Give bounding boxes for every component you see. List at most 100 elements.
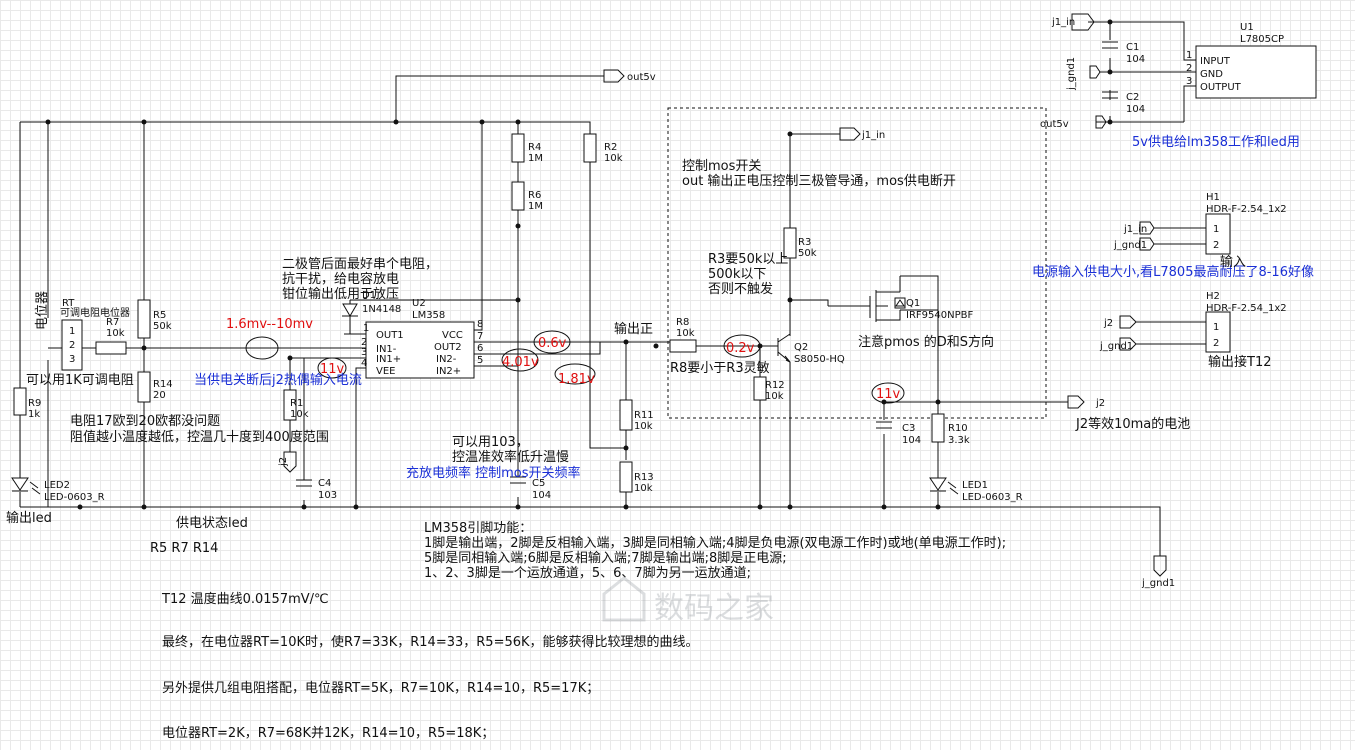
schematic-label: 50k [798,248,817,259]
capacitor-c3 [876,421,892,429]
watermark-text: 数码之家 [654,591,774,626]
note-lm358-pins: LM358引脚功能：1脚是输出端，2脚是反相输入端，3脚是同相输入端;4脚是负电… [424,520,1006,581]
resistor-r1 [283,389,297,421]
component-labels: RT 可调电阻电位器 1 2 3 R9 1k R5 50k R7 10k R14… [28,22,1287,503]
schematic-label: 7 [477,331,483,342]
schematic-label: 104 [902,435,921,446]
house-logo-icon [602,576,646,622]
schematic-label: HDR-F-2.54_1x2 [1206,303,1287,314]
note-line: out 输出正电压控制三极管导通，mos供电断开 [682,173,956,189]
schematic-label: L7805CP [1240,34,1284,45]
junctions [45,19,1113,510]
schematic-label: 10k [290,409,309,420]
schematic-label: 5 [477,355,483,366]
note-out-pos: 输出正 [614,321,653,337]
schematic-label: U1 [1240,22,1254,33]
schematic-label: IN1+ [376,354,401,365]
port-j-gnd1-top: j_gnd1 [1066,57,1077,91]
voltage-in2-minus: 4.01v [502,355,539,370]
schematic-label: 2 [1213,240,1219,251]
schematic-label: R12 [765,380,785,391]
label-supply-led: 供电状态led [176,516,248,531]
note-line: 阻值越小温度越低，控温几十度到400度范围 [70,429,329,445]
schematic-label: S8050-HQ [794,354,845,365]
port-j2-right: j2 [1095,398,1105,409]
schematic-label: R14 [153,379,173,390]
resistor-r12 [753,376,767,401]
note-final: 最终，在电位器RT=10K时，使R7=33K，R14=33，R5=56K，能够获… [162,634,699,650]
port-j-gnd1-bottom: j_gnd1 [1141,578,1175,589]
port-j-gnd1-h2: j_gnd1 [1099,341,1133,352]
mos-control-box [667,107,1047,419]
schematic-label: C5 [532,478,545,489]
note-diode: 二极管后面最好串个电阻，抗干扰，给电容放电钳位输出低用于放压 [282,257,438,302]
schematic-label: LED-0603_R [44,492,105,503]
schematic-label: 2 [1213,338,1219,349]
schematic-label: H1 [1206,192,1220,203]
schematic-label: R4 [528,142,541,153]
schematic-label: IRF9540NPBF [906,310,973,321]
schematic-label: Q1 [906,298,920,309]
schematic-label: 1 [363,323,369,334]
schematic-label: 4 [361,358,367,369]
schematic-label: LED2 [44,480,70,491]
schematic-label: 2 [1186,63,1192,74]
schematic-label: OUT1 [376,330,404,341]
note-line: 抗干扰，给电容放电 [282,271,399,287]
label-input: 输入 [1220,254,1246,270]
resistor-r11 [619,399,633,431]
schematic-label: C2 [1126,92,1139,103]
port-j1-in-h1: j1_in [1123,224,1147,235]
schematic-label: R6 [528,190,541,201]
schematic-label: VCC [442,330,463,341]
capacitor-c4 [296,479,312,487]
schematic-label: R1 [290,398,303,409]
label-out-led: 输出led [6,510,52,526]
schematic-label: OUT2 [434,342,462,353]
schematic-label: IN1- [376,344,397,355]
voltage-out2: 0.6v [538,336,567,351]
resistor-r8 [669,339,697,353]
schematic-label: 20 [153,390,166,401]
resistor-r14 [137,371,151,403]
note-line: 控制mos开关 [682,159,761,174]
schematic-label: 1k [28,409,40,420]
note-rt: 可以用1K可调电阻 [26,373,134,388]
schematic-label: 10k [634,421,653,432]
note-line: 1、2、3脚是一个运放通道，5、6、7脚为另一运放通道; [424,565,751,581]
note-c5: 可以用103，控温准效率低升温慢 [452,435,569,465]
note-line: LM358引脚功能： [424,520,532,536]
note-power: 5v供电给lm358工作和led用 [1132,135,1300,150]
capacitors [296,41,1118,487]
label-r-list: R5 R7 R14 [150,541,218,556]
schematic-label: 1M [528,201,543,212]
note-line: 控温准效率低升温慢 [452,449,569,465]
schematic-label: 1M [528,153,543,164]
note-q1: 注意pmos 的D和S方向 [858,334,994,350]
resistor-r5 [137,299,151,339]
capacitor-c5 [510,476,526,484]
schematic-label: 104 [1126,54,1145,65]
port-out5v-top: out5v [627,72,656,83]
schematic-label: LED-0603_R [962,492,1023,503]
note-r8: R8要小于R3灵敏 [670,361,770,376]
schematic-label: 6 [477,343,483,354]
schematic-label: 1 [69,326,75,337]
header-h1 [1205,213,1231,255]
voltage-input: 1.6mv--10mv [226,317,313,332]
schematic-label: INPUT [1200,56,1231,67]
resistor-r3 [783,227,797,259]
schematic-label: OUTPUT [1200,82,1242,93]
schematic-label: D1 [362,290,376,301]
resistor-r13 [619,461,633,493]
schematic-label: 3 [69,354,75,365]
schematic-label: 1 [1186,50,1192,61]
schematic-label: U2 [412,298,426,309]
schematic-label: 1 [1213,224,1219,235]
note-input-supply: 电源输入供电大小,看L7805最高耐压了8-16好像 [1032,264,1314,280]
schematic-label: 103 [318,490,337,501]
schematic-label: 104 [1126,104,1145,115]
schematic-label: 10k [106,328,125,339]
schematic-label: VEE [376,366,395,377]
